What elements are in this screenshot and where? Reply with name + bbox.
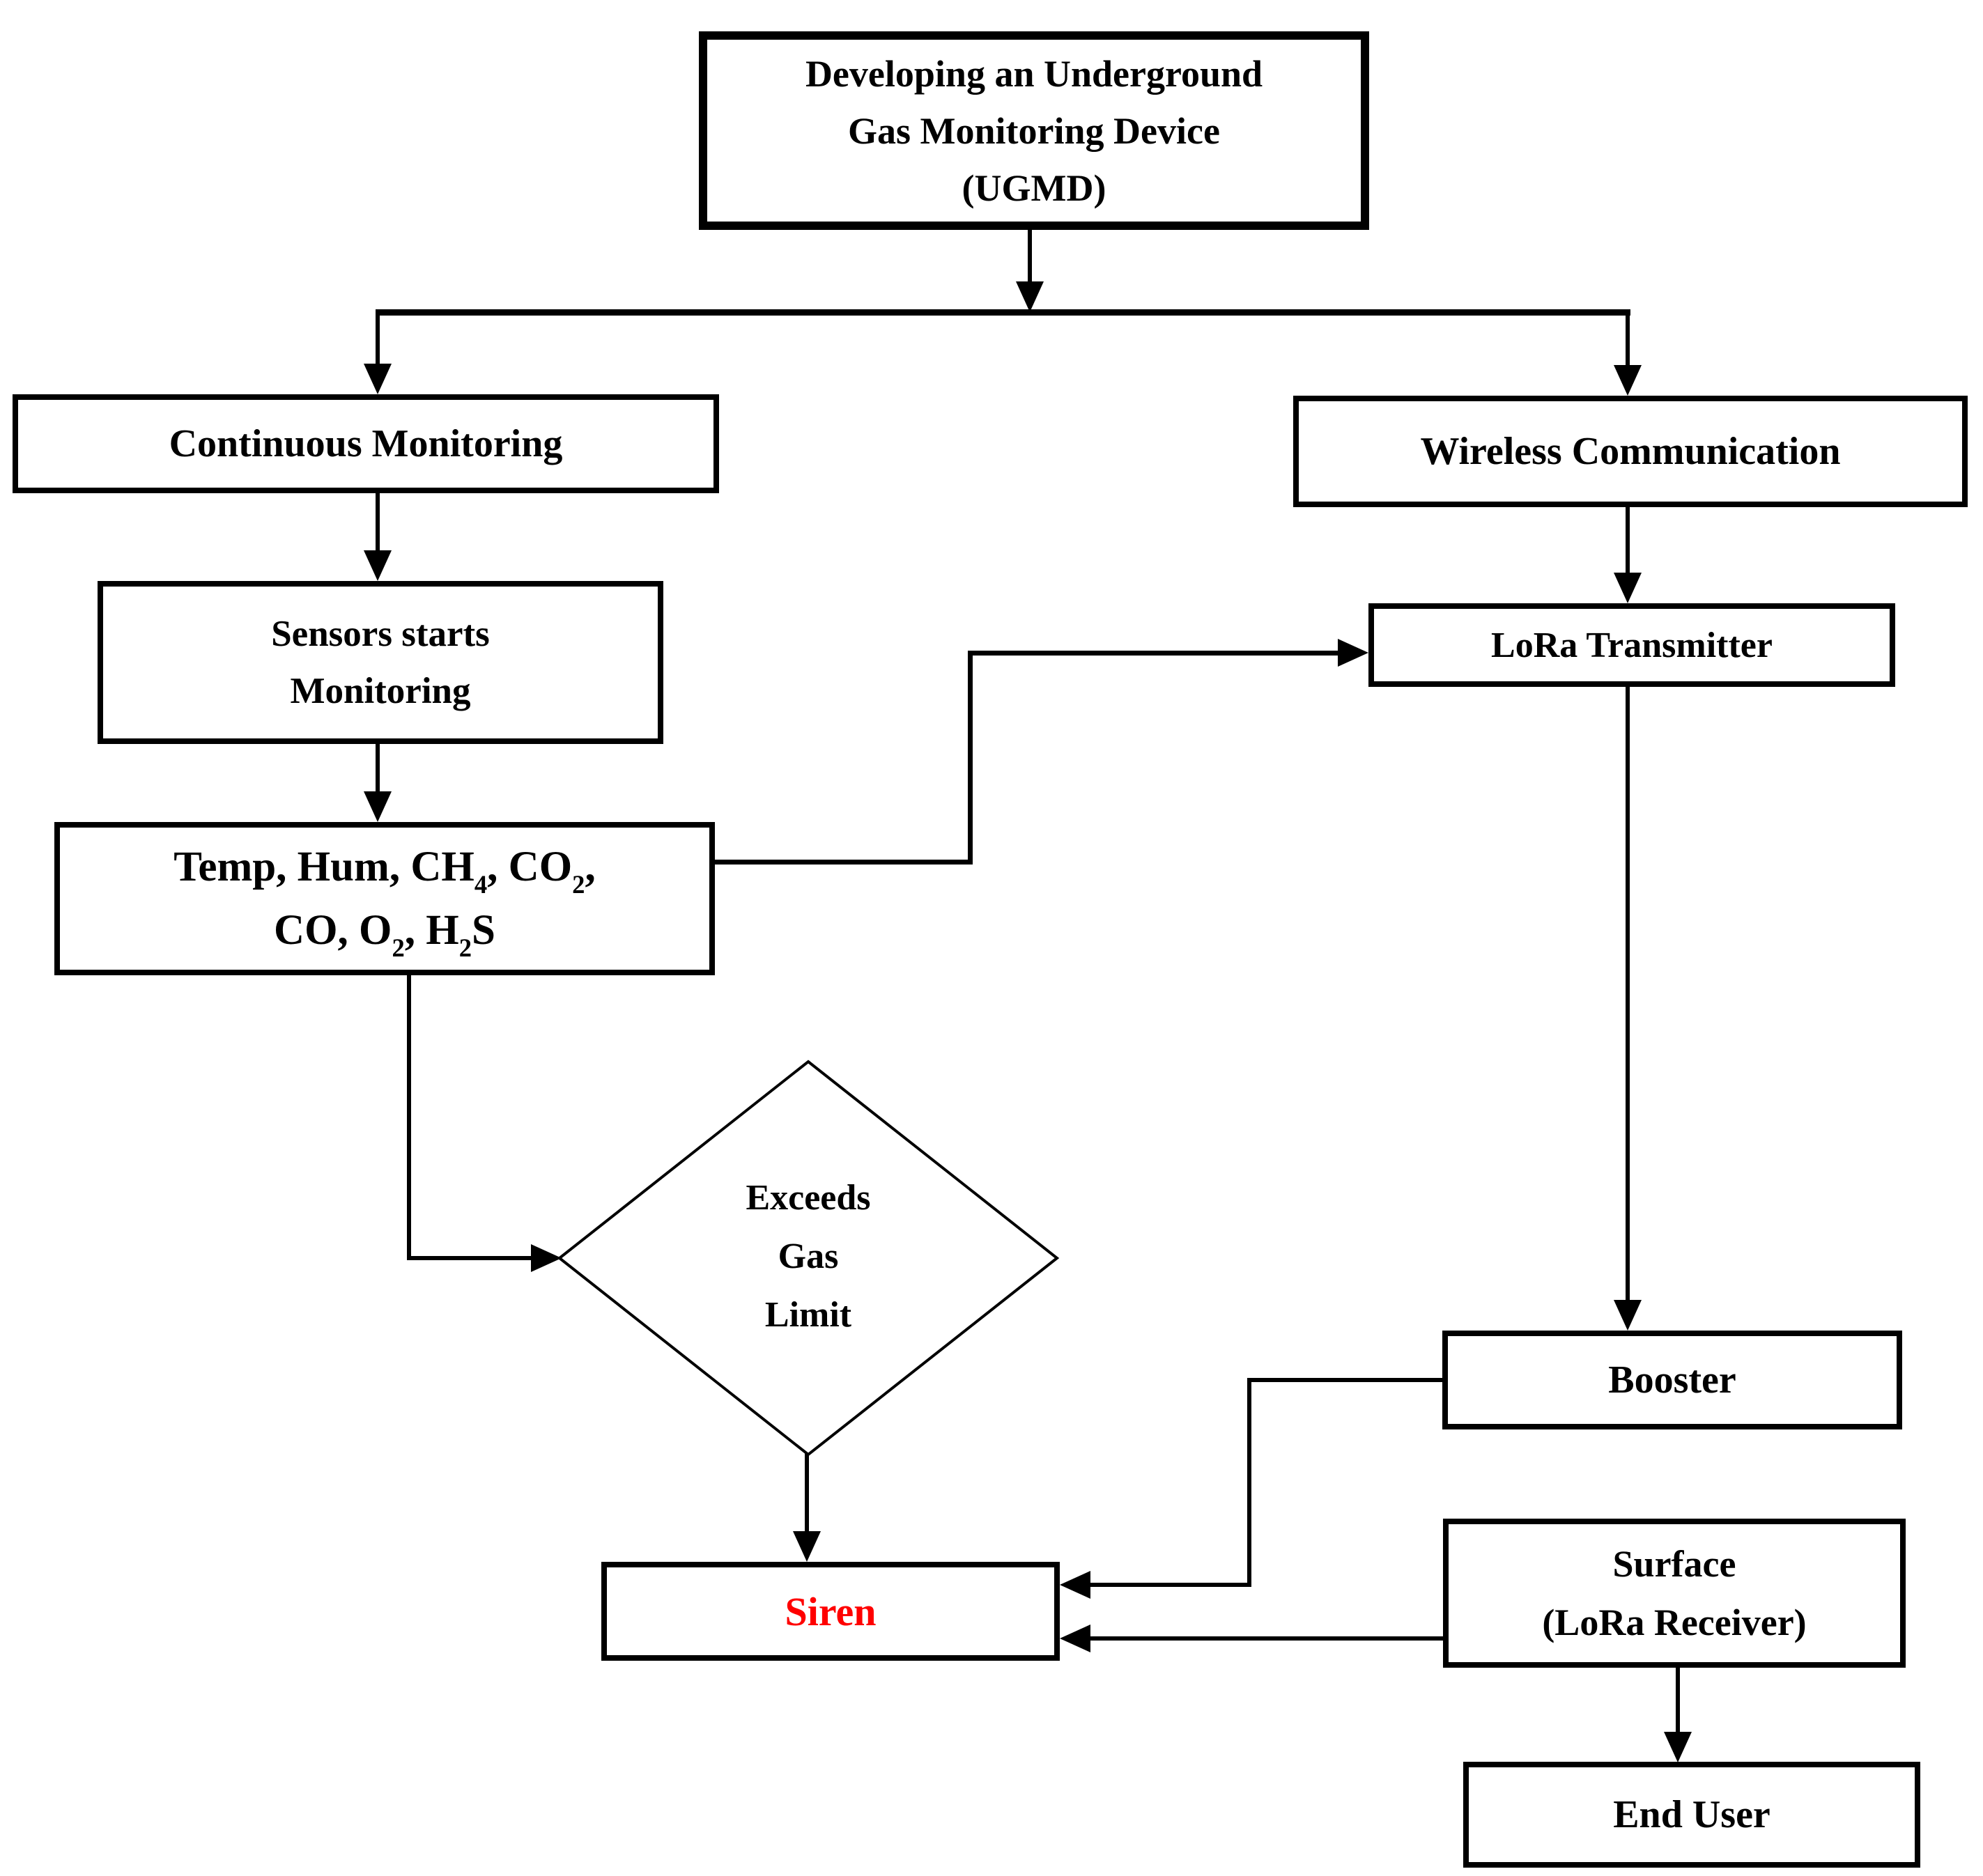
node-label-siren: Siren bbox=[607, 1588, 1054, 1635]
edge-wireless-lora-vline bbox=[1626, 504, 1630, 574]
node-text-line: (UGMD) bbox=[962, 166, 1106, 209]
edge-surface-siren-arrowhead bbox=[1060, 1625, 1090, 1652]
edge-parameters-lora-hline2 bbox=[968, 651, 1339, 656]
edge-booster-siren-hline1 bbox=[1247, 1378, 1442, 1382]
edge-parameters-lora-arrowhead bbox=[1338, 639, 1368, 667]
node-label-lora-transmitter: LoRa Transmitter bbox=[1374, 625, 1890, 666]
flowchart-node-surface-receiver: Surface (LoRa Receiver) bbox=[1443, 1519, 1906, 1668]
edge-sensors-parameters-arrowhead bbox=[364, 791, 392, 822]
edge-lora-booster-arrowhead bbox=[1614, 1300, 1642, 1331]
node-text-line: CO, O2, H2S bbox=[274, 907, 495, 962]
flowchart-node-booster: Booster bbox=[1442, 1331, 1902, 1429]
edge-sensors-parameters-vline bbox=[376, 741, 380, 797]
node-label-end-user: End User bbox=[1469, 1792, 1915, 1837]
edge-surface-siren-hline bbox=[1090, 1636, 1444, 1641]
edge-surface-enduser-vline bbox=[1676, 1666, 1680, 1733]
node-text-line: LoRa Transmitter bbox=[1491, 625, 1773, 665]
flowchart-node-lora-transmitter: LoRa Transmitter bbox=[1368, 603, 1895, 687]
node-text-line: (LoRa Receiver) bbox=[1542, 1602, 1807, 1643]
edge-diamond-siren-arrowhead bbox=[793, 1531, 821, 1562]
edge-parameters-diamond-arrowhead bbox=[531, 1244, 562, 1272]
edge-branch-wireless-vline bbox=[1626, 313, 1630, 368]
edge-booster-siren-vline bbox=[1247, 1378, 1251, 1587]
node-text-line: Sensors starts bbox=[271, 614, 490, 654]
edge-branch-continuous-arrowhead bbox=[364, 364, 392, 394]
node-label-measured-parameters: Temp, Hum, CH4, CO2, CO, O2, H2S bbox=[60, 835, 709, 962]
node-label-continuous-monitoring: Continuous Monitoring bbox=[18, 421, 713, 466]
edge-booster-siren-arrowhead bbox=[1060, 1571, 1090, 1599]
node-text-line: Gas Monitoring Device bbox=[848, 109, 1220, 152]
edge-branch-hline bbox=[376, 309, 1630, 316]
node-text-line: End User bbox=[1613, 1793, 1770, 1836]
node-text-line: Developing an Underground bbox=[805, 52, 1263, 95]
edge-booster-siren-hline2 bbox=[1090, 1583, 1251, 1587]
edge-parameters-lora-hline1 bbox=[712, 860, 973, 865]
node-label-surface-receiver: Surface (LoRa Receiver) bbox=[1449, 1535, 1900, 1652]
edge-surface-enduser-arrowhead bbox=[1664, 1732, 1692, 1762]
edge-continuous-sensors-vline bbox=[376, 490, 380, 553]
decision-diamond-shape bbox=[557, 1060, 1060, 1457]
node-text-line: Gas bbox=[778, 1237, 839, 1276]
edge-branch-continuous-vline bbox=[376, 313, 380, 366]
node-text-line: Wireless Communication bbox=[1420, 430, 1841, 473]
node-label-wireless-communication: Wireless Communication bbox=[1299, 429, 1962, 474]
node-text-line: Continuous Monitoring bbox=[169, 422, 563, 465]
node-text-line: Temp, Hum, CH4, CO2, bbox=[173, 844, 596, 899]
node-label-booster: Booster bbox=[1448, 1358, 1897, 1402]
node-text-line: Siren bbox=[785, 1588, 877, 1634]
flowchart-node-end-user: End User bbox=[1463, 1762, 1920, 1868]
flowchart-node-wireless-communication: Wireless Communication bbox=[1293, 396, 1968, 507]
node-text-line: Exceeds bbox=[746, 1178, 871, 1218]
flowchart-node-measured-parameters: Temp, Hum, CH4, CO2, CO, O2, H2S bbox=[54, 822, 715, 975]
node-text-line: Surface bbox=[1612, 1543, 1736, 1585]
edge-parameters-lora-vline bbox=[968, 651, 973, 865]
edge-continuous-sensors-arrowhead bbox=[364, 550, 392, 581]
edge-ugmd-branch-vline bbox=[1028, 230, 1032, 284]
edge-parameters-diamond-vline bbox=[407, 975, 411, 1260]
node-text-line: Limit bbox=[764, 1295, 852, 1335]
flowchart-node-continuous-monitoring: Continuous Monitoring bbox=[13, 394, 719, 493]
node-text-line: Monitoring bbox=[290, 671, 471, 711]
edge-parameters-diamond-hline bbox=[407, 1256, 535, 1260]
edge-wireless-lora-arrowhead bbox=[1614, 573, 1642, 603]
edge-lora-booster-vline bbox=[1626, 684, 1630, 1301]
node-text-line: Booster bbox=[1608, 1358, 1736, 1402]
edge-ugmd-branch-arrowhead bbox=[1016, 281, 1044, 312]
flowchart-node-siren: Siren bbox=[601, 1562, 1060, 1661]
edge-diamond-siren-vline bbox=[805, 1453, 809, 1533]
edge-branch-wireless-arrowhead bbox=[1614, 365, 1642, 396]
